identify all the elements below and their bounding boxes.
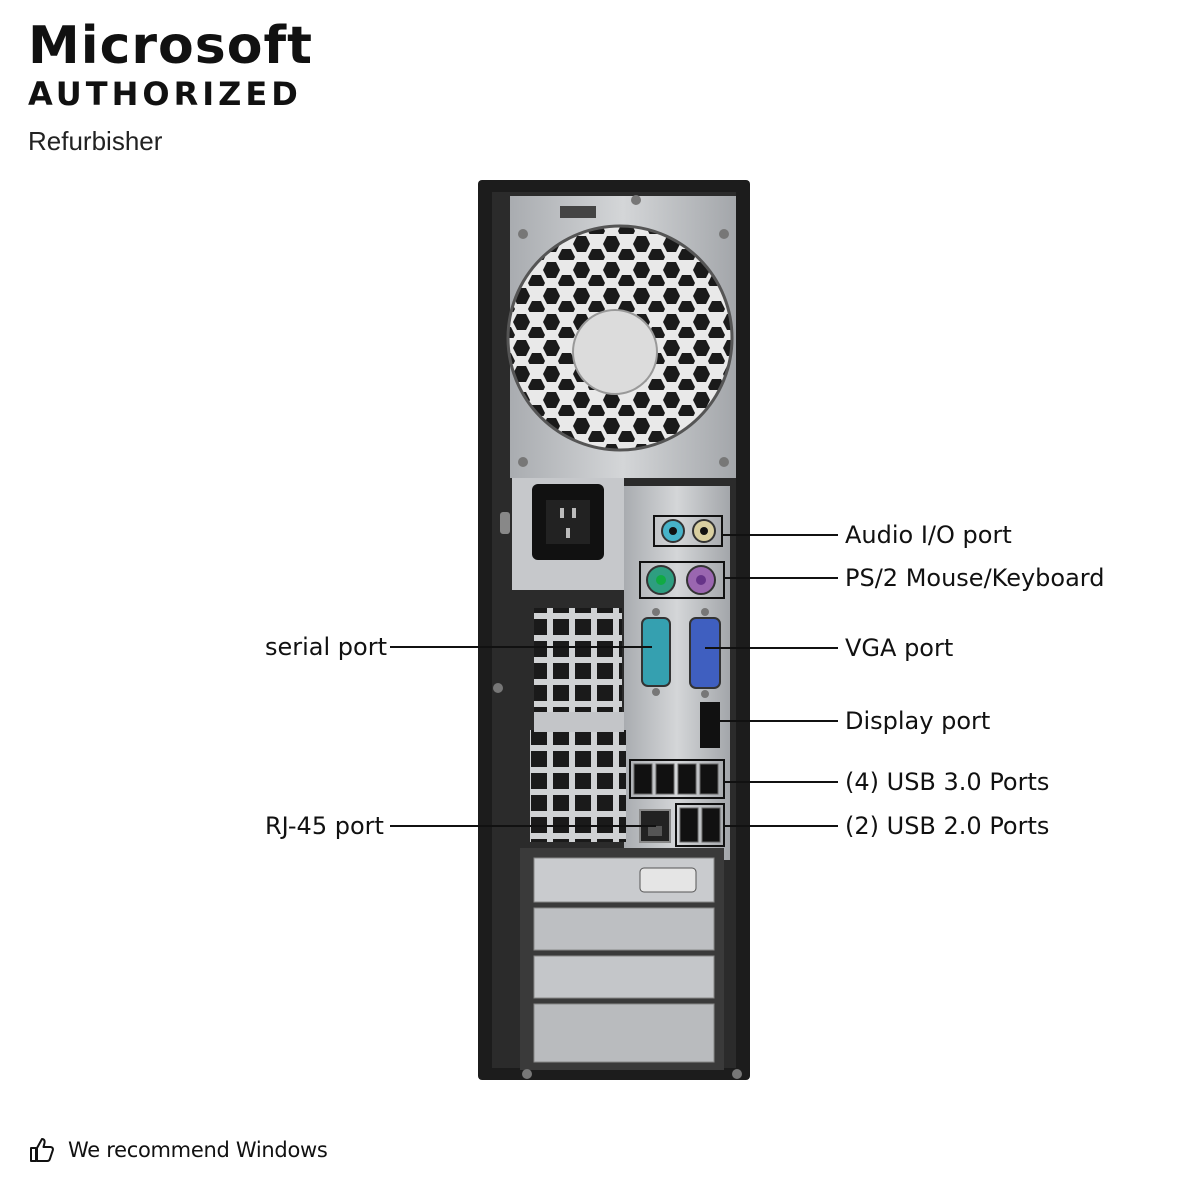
vent-grid-lower xyxy=(530,730,626,842)
usb3-port xyxy=(677,763,697,795)
callout-lines xyxy=(390,515,838,847)
expansion-slot-2 xyxy=(533,907,715,951)
label-usb2-ports: (2) USB 2.0 Ports xyxy=(845,812,1050,840)
thumbs-up-icon xyxy=(30,1138,54,1162)
usb3-port xyxy=(633,763,653,795)
expansion-slot-3 xyxy=(533,955,715,999)
label-audio-port: Audio I/O port xyxy=(845,521,1012,549)
displayport-connector xyxy=(700,702,720,748)
label-display-port: Display port xyxy=(845,707,991,735)
microsoft-authorized-logo: Microsoft AUTHORIZED Refurbisher xyxy=(28,18,313,156)
logo-title: Microsoft xyxy=(28,16,313,76)
label-serial-port: serial port xyxy=(265,633,388,661)
logo-authorized: AUTHORIZED xyxy=(28,75,302,113)
label-rj45-port: RJ-45 port xyxy=(265,812,384,840)
recommend-windows-footer: We recommend Windows xyxy=(28,1136,328,1164)
usb2-port xyxy=(679,807,699,843)
logo-refurbisher: Refurbisher xyxy=(28,126,163,156)
label-vga-port: VGA port xyxy=(845,634,954,662)
label-ps2-port: PS/2 Mouse/Keyboard xyxy=(845,564,1105,592)
usb3-port xyxy=(699,763,719,795)
serial-port-connector xyxy=(641,617,671,687)
usb3-port xyxy=(655,763,675,795)
vga-port-connector xyxy=(689,617,721,689)
expansion-slot-1 xyxy=(533,857,715,903)
vent-grid-upper xyxy=(534,608,622,714)
footer-text: We recommend Windows xyxy=(68,1138,328,1162)
expansion-slot-4 xyxy=(533,1003,715,1063)
label-usb3-ports: (4) USB 3.0 Ports xyxy=(845,768,1050,796)
usb2-port xyxy=(701,807,721,843)
